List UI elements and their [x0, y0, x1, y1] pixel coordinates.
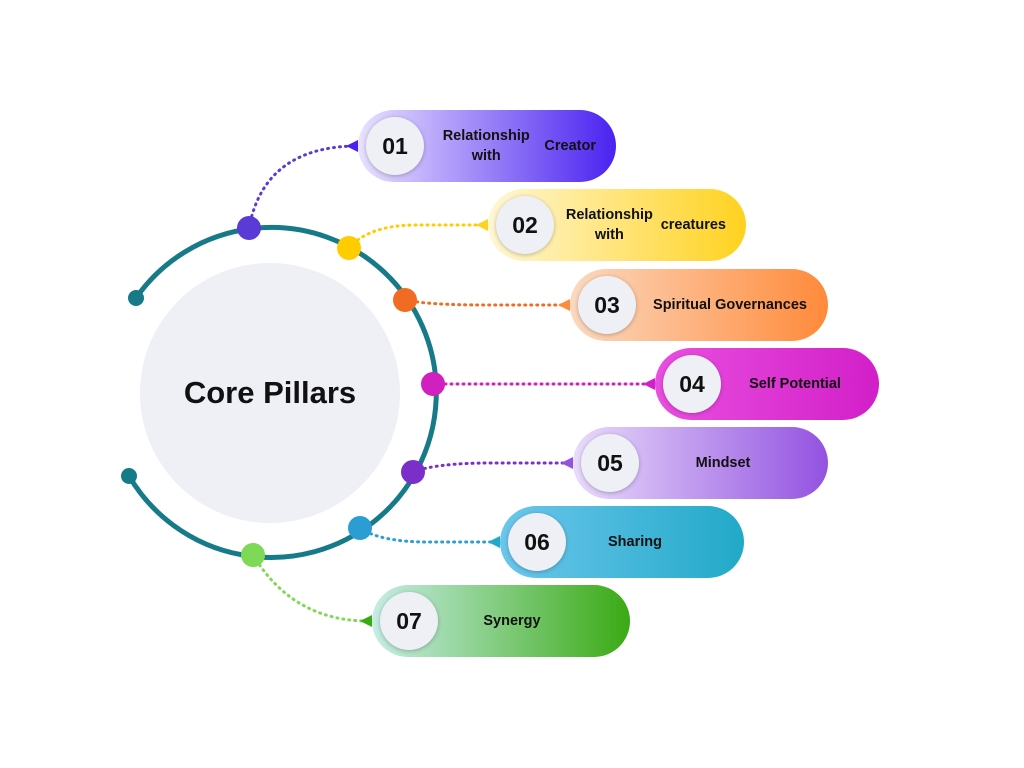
connector-03: [403, 298, 568, 307]
pillar-number: 07: [380, 592, 438, 650]
pillar-03: 03 Spiritual Governances: [570, 269, 828, 341]
arrow-06: [488, 536, 500, 548]
pillar-number: 05: [581, 434, 639, 492]
arrow-01: [346, 140, 358, 152]
pillar-label-line: Synergy: [483, 613, 541, 629]
connector-02: [347, 223, 486, 250]
arrow-07: [360, 615, 372, 627]
arrow-05: [561, 457, 573, 469]
pillar-number: 01: [366, 117, 424, 175]
pillar-label-line: Sharing: [608, 534, 662, 550]
pillar-04: 04 Self Potential: [655, 348, 879, 420]
ring-node-01: [237, 216, 261, 240]
pillar-label-line: Mindset: [695, 455, 751, 471]
pillar-01: 01 Relationship with Creator: [358, 110, 616, 182]
pillar-number: 03: [578, 276, 636, 334]
pillar-number: 06: [508, 513, 566, 571]
connector-05: [411, 461, 571, 474]
center-circle: [140, 263, 400, 523]
connector-01: [247, 144, 356, 230]
pillar-label-line: Self Potential: [749, 376, 841, 392]
pillar-label: Spiritual Governances: [640, 269, 820, 341]
pillar-07: 07 Synergy: [372, 585, 630, 657]
ring-node-02: [337, 236, 361, 260]
ring-node-03: [393, 288, 417, 312]
pillar-02: 02 Relationship with creatures: [488, 189, 746, 261]
arrow-02: [476, 219, 488, 231]
center-title: Core Pillars: [183, 375, 357, 410]
pillar-label: Synergy: [442, 585, 582, 657]
pillar-label-line: Spiritual Governances: [653, 297, 807, 313]
pillar-number: 02: [496, 196, 554, 254]
pillar-06: 06 Sharing: [500, 506, 744, 578]
arrow-04: [643, 378, 655, 390]
arrow-03: [558, 299, 570, 311]
pillar-05: 05 Mindset: [573, 427, 828, 499]
ring-end-top: [128, 290, 144, 306]
pillar-label: Self Potential: [725, 348, 865, 420]
pillar-label: Relationship with Creator: [428, 110, 596, 182]
pillar-label: Mindset: [643, 427, 803, 499]
ring-node-06: [348, 516, 372, 540]
pillar-label: Relationship with creatures: [558, 189, 726, 261]
ring-node-04: [421, 372, 445, 396]
pillar-label: Sharing: [570, 506, 700, 578]
connector-07: [251, 553, 370, 623]
pillar-label-line: Creator: [544, 138, 596, 154]
pillar-label-line: Relationship with: [442, 128, 530, 164]
ring-node-07: [241, 543, 265, 567]
ring-node-05: [401, 460, 425, 484]
pillar-label-line: creatures: [660, 217, 726, 233]
pillar-label-line: Relationship with: [565, 207, 653, 243]
connector-06: [358, 526, 498, 544]
ring-end-bottom: [121, 468, 137, 484]
pillar-number: 04: [663, 355, 721, 413]
